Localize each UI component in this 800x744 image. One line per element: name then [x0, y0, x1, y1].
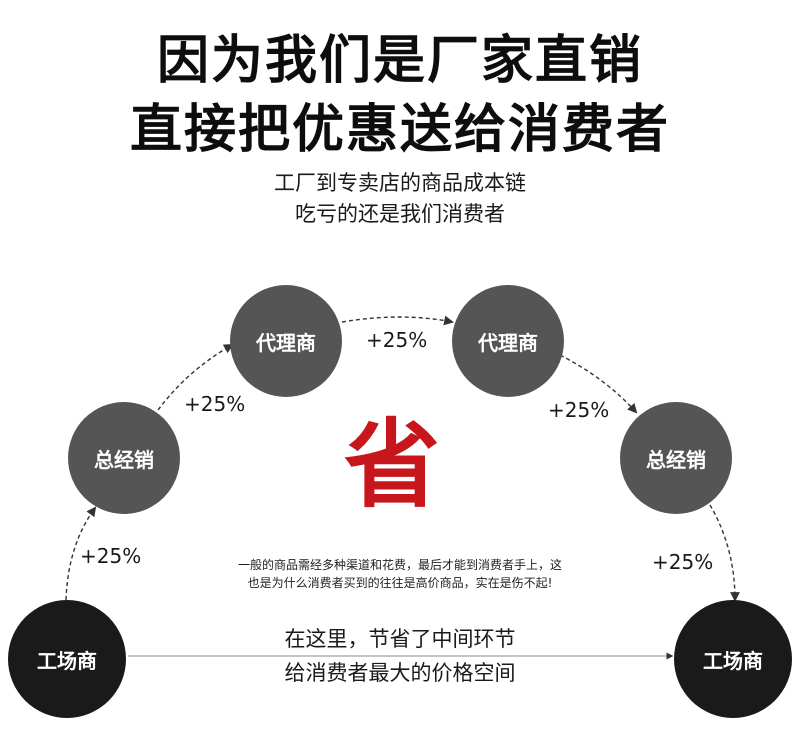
node-factory-right: 工场商	[674, 600, 792, 718]
bottom-line-2: 给消费者最大的价格空间	[284, 661, 516, 685]
note-line-2: 也是为什么消费者买到的往往是高价商品，实在是伤不起!	[247, 576, 553, 590]
markup-label-4: +25%	[548, 398, 610, 422]
arrow-factory-to-distributor	[65, 506, 97, 601]
node-distributor-right: 总经销	[620, 402, 732, 514]
bottom-line-1: 在这里，节省了中间环节	[284, 627, 516, 651]
save-character: 省	[344, 409, 440, 521]
markup-label-5: +25%	[652, 550, 714, 574]
arrow-agent-to-distributor	[559, 354, 638, 414]
arrow-distributor-to-agent	[157, 344, 234, 411]
markup-label-3: +25%	[366, 328, 428, 352]
headline-line-1: 因为我们是厂家直销	[156, 31, 643, 91]
subtitle-line-2: 吃亏的还是我们消费者	[295, 202, 505, 226]
subtitle-line-1: 工厂到专卖店的商品成本链	[274, 171, 526, 195]
note-line-1: 一般的商品需经多种渠道和花费，最后才能到消费者手上，这	[237, 558, 562, 572]
headline-line-2: 直接把优惠送给消费者	[129, 100, 670, 160]
arrow-distributor-to-factory	[709, 504, 740, 602]
node-agent-left: 代理商	[230, 285, 342, 397]
node-factory-left: 工场商	[8, 600, 126, 718]
node-distributor-left: 总经销	[68, 402, 180, 514]
node-agent-right: 代理商	[452, 285, 564, 397]
markup-label-2: +25%	[184, 392, 246, 416]
markup-label-1: +25%	[80, 544, 142, 568]
arrow-agent-to-agent	[341, 315, 454, 326]
